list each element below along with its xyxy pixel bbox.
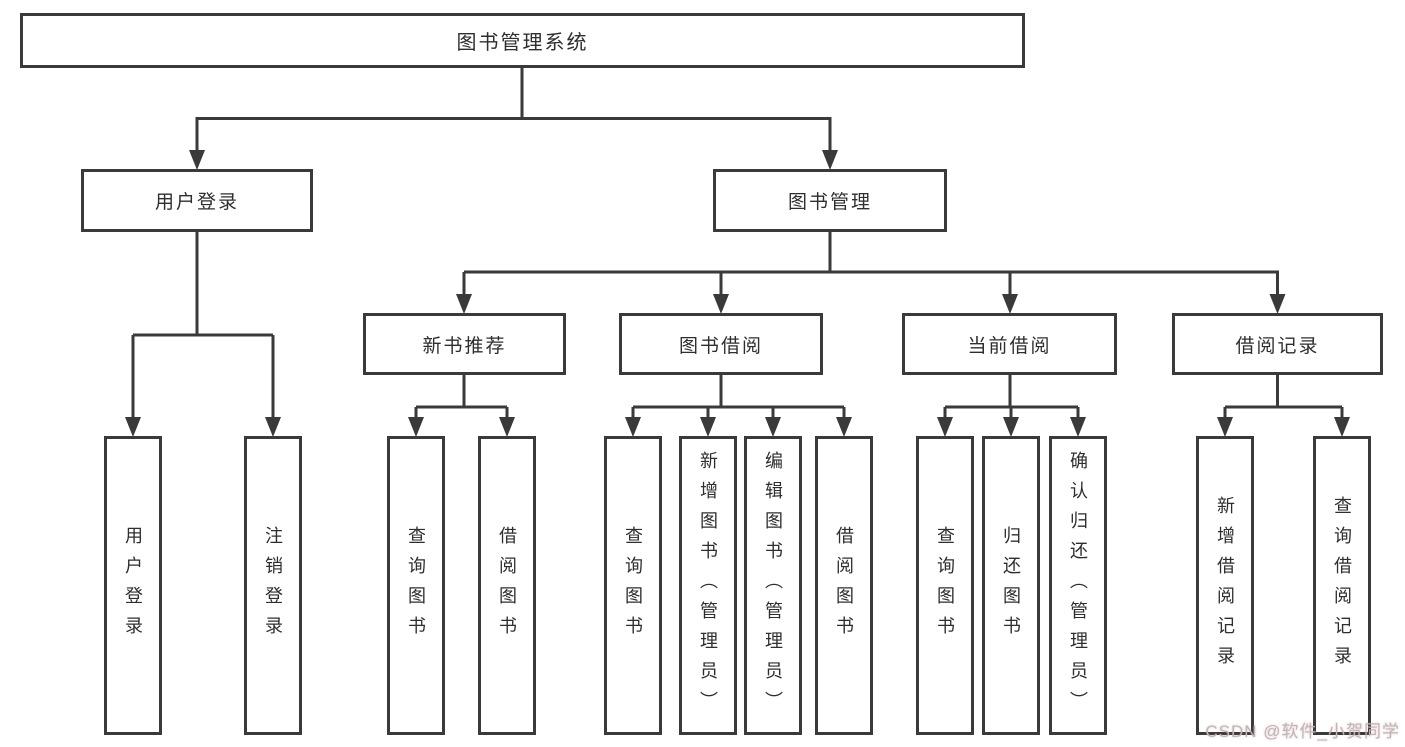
leaf-user-login-label: 用户登录 — [123, 525, 143, 646]
connector-stems — [131, 68, 1344, 423]
leaf-query-books-current-label: 查询图书 — [935, 525, 955, 646]
node-new-book-recommend-label: 新书推荐 — [422, 335, 507, 357]
leaf-borrow-books-label: 借阅图书 — [834, 525, 854, 646]
node-current-borrow-label: 当前借阅 — [967, 335, 1052, 357]
node-user-login-label: 用户登录 — [154, 192, 239, 213]
leaf-borrow-books-recommend-label: 借阅图书 — [497, 525, 517, 646]
leaf-add-book-admin-label: 新增图书（管理员） — [698, 450, 718, 721]
node-new-book-recommend: 新书推荐 — [363, 313, 566, 375]
node-root-label: 图书管理系统 — [456, 32, 589, 54]
leaf-logout-label: 注销登录 — [263, 525, 283, 646]
leaf-add-book-admin: 新增图书（管理员） — [679, 436, 737, 735]
csdn-watermark: CSDN @软件_小贺同学 — [1205, 722, 1400, 741]
node-book-borrow-label: 图书借阅 — [678, 335, 763, 357]
leaf-query-books-recommend-label: 查询图书 — [406, 525, 426, 646]
leaf-return-book: 归还图书 — [982, 436, 1040, 735]
leaf-add-borrow-record-label: 新增借阅记录 — [1215, 495, 1235, 676]
leaf-confirm-return-admin-label: 确认归还（管理员） — [1068, 450, 1088, 721]
node-borrow-records: 借阅记录 — [1172, 313, 1383, 375]
leaf-logout: 注销登录 — [244, 436, 302, 735]
leaf-query-books-current: 查询图书 — [916, 436, 974, 735]
leaf-user-login: 用户登录 — [104, 436, 162, 735]
node-current-borrow: 当前借阅 — [902, 313, 1117, 375]
node-borrow-records-label: 借阅记录 — [1235, 335, 1320, 357]
node-root: 图书管理系统 — [20, 13, 1025, 68]
leaf-edit-book-admin-label: 编辑图书（管理员） — [763, 450, 783, 721]
leaf-return-book-label: 归还图书 — [1001, 525, 1021, 646]
leaf-query-books-recommend: 查询图书 — [387, 436, 445, 735]
leaf-borrow-books: 借阅图书 — [815, 436, 873, 735]
connector-arrowheads — [125, 150, 1350, 437]
leaf-query-borrow-record: 查询借阅记录 — [1313, 436, 1371, 735]
node-book-management: 图书管理 — [713, 169, 947, 232]
leaf-edit-book-admin: 编辑图书（管理员） — [744, 436, 802, 735]
leaf-query-books-borrow: 查询图书 — [604, 436, 662, 735]
leaf-borrow-books-recommend: 借阅图书 — [478, 436, 536, 735]
leaf-confirm-return-admin: 确认归还（管理员） — [1049, 436, 1107, 735]
node-book-borrow: 图书借阅 — [619, 313, 823, 375]
leaf-query-borrow-record-label: 查询借阅记录 — [1332, 495, 1352, 676]
leaf-query-books-borrow-label: 查询图书 — [623, 525, 643, 646]
node-user-login: 用户登录 — [81, 169, 313, 232]
node-book-management-label: 图书管理 — [787, 192, 872, 213]
leaf-add-borrow-record: 新增借阅记录 — [1196, 436, 1254, 735]
